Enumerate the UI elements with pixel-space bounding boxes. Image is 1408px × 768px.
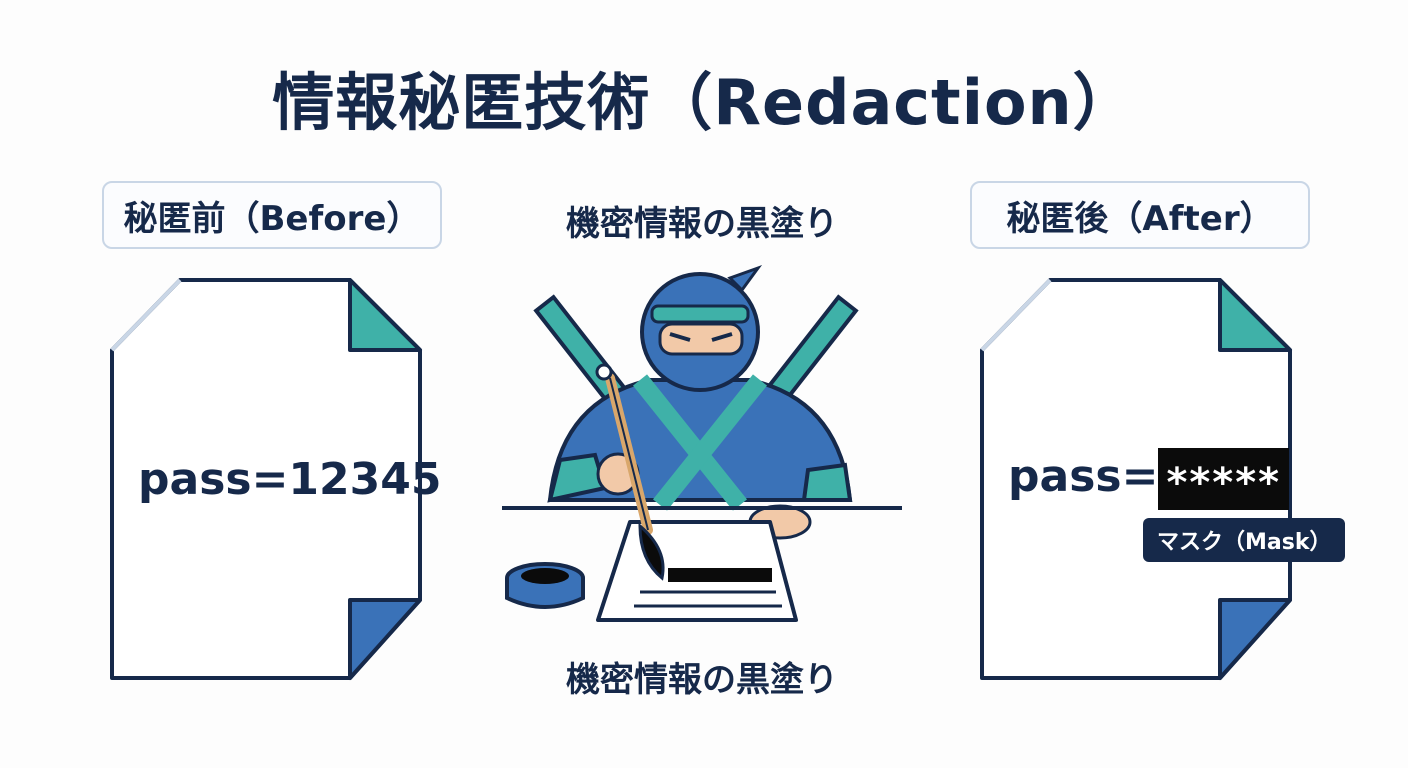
after-content-prefix: pass= — [1008, 451, 1159, 502]
page-title: 情報秘匿技術（Redaction） — [272, 66, 1136, 139]
masked-value: ***** — [1158, 448, 1290, 510]
before-content: pass=12345 — [138, 454, 442, 505]
after-document-icon — [980, 278, 1292, 680]
ninja-painting-icon — [502, 264, 902, 622]
after-label: 秘匿後（After） — [970, 181, 1310, 249]
ink-pot-icon — [505, 562, 585, 609]
mask-tag: マスク（Mask） — [1143, 518, 1346, 562]
before-document-icon — [110, 278, 422, 680]
brush-icon — [595, 363, 665, 581]
center-caption-top: 機密情報の黒塗り — [566, 204, 838, 244]
center-caption-bottom: 機密情報の黒塗り — [566, 660, 838, 700]
before-label: 秘匿前（Before） — [102, 181, 442, 249]
after-content: pass=***** — [1008, 448, 1290, 510]
